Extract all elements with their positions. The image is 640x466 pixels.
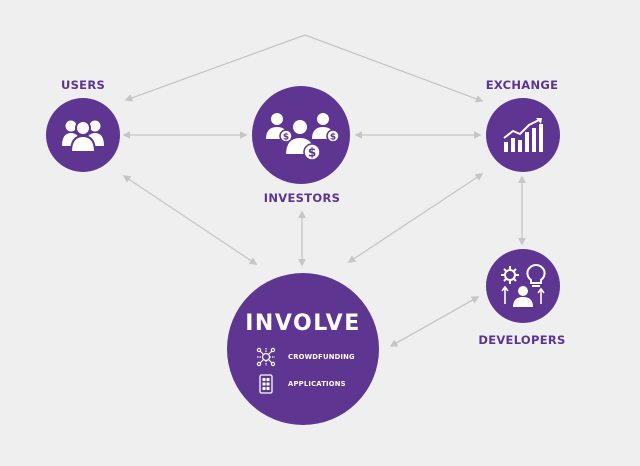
exchange-label: EXCHANGE (485, 78, 559, 92)
connector-involve-developers (389, 296, 480, 347)
connector-users-involve (122, 175, 258, 265)
users-group-icon (62, 120, 104, 153)
developer-ideas-icon (501, 264, 546, 307)
svg-text:$: $ (308, 146, 316, 160)
connector-users-exchange-top (124, 34, 484, 103)
exchange-node (486, 98, 560, 172)
users-label: USERS (60, 78, 106, 92)
involve-node: INVOLVE CROWDFUNDING (227, 273, 379, 425)
person-icon (513, 286, 533, 307)
mobile-app-icon (259, 374, 273, 394)
investors-icon: $ $ $ (266, 113, 340, 161)
dollar-coin-icons: $ $ $ (279, 129, 340, 161)
developers-node (486, 249, 560, 323)
connector-exchange-involve (347, 173, 484, 263)
gear-icon (501, 266, 519, 284)
users-node (46, 98, 120, 172)
lightbulb-icon (526, 264, 546, 287)
developers-label: DEVELOPERS (478, 333, 566, 347)
investors-label: INVESTORS (263, 191, 341, 205)
applications-row: APPLICATIONS (256, 374, 346, 394)
crowdfunding-label: CROWDFUNDING (288, 353, 355, 361)
involve-title: INVOLVE (245, 311, 361, 336)
svg-text:$: $ (330, 133, 336, 143)
applications-label: APPLICATIONS (288, 380, 346, 388)
bar-chart-growth-icon (503, 118, 543, 152)
investors-node: $ $ $ (252, 86, 350, 184)
crowdfunding-row: CROWDFUNDING (256, 347, 355, 367)
network-circuit-icon (256, 347, 276, 367)
svg-text:$: $ (283, 133, 289, 143)
